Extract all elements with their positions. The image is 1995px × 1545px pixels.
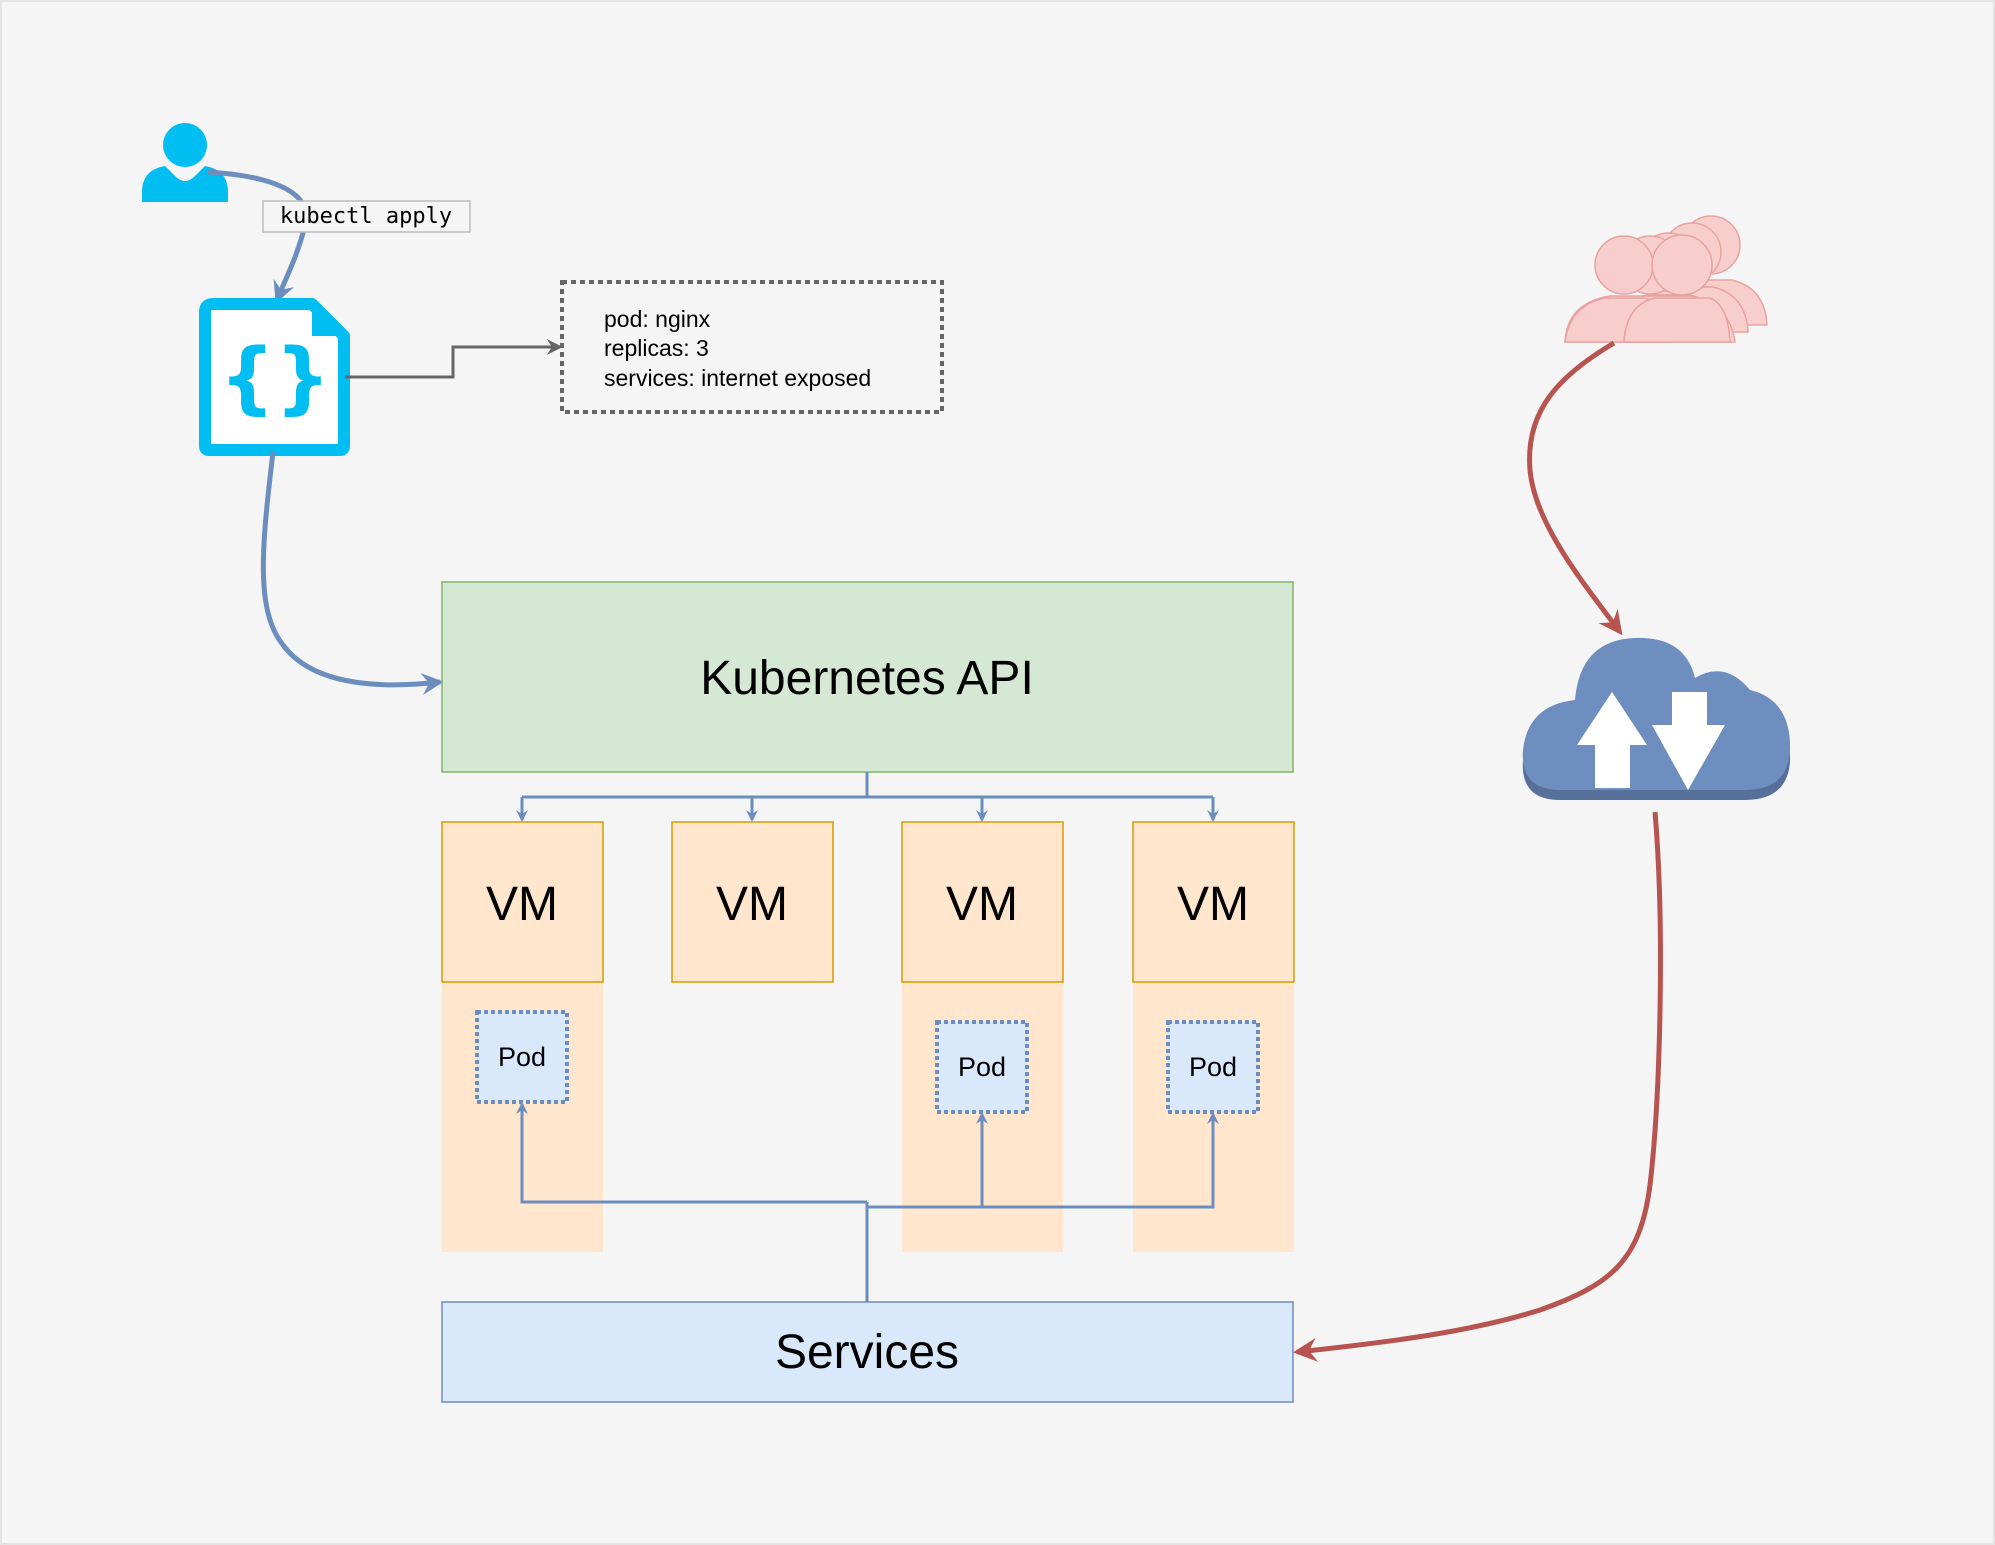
api-to-vm-connectors [516,772,1219,822]
services-to-pod-connectors [516,1102,1219,1302]
svg-text:{}: {} [219,333,330,423]
vm-box[interactable]: VM [441,821,604,983]
vm-box[interactable]: VM [671,821,834,983]
manifest-line: pod: nginx [604,306,711,332]
vm-label: VM [716,878,788,931]
command-label-box: kubectl apply [262,200,471,233]
pod-box[interactable]: Pod [935,1020,1029,1114]
vm-label: VM [946,878,1018,931]
cloud-to-services-arrow [1293,811,1663,1362]
cloud-upload-download-icon[interactable] [1522,637,1791,800]
kubernetes-api-box[interactable]: Kubernetes API [441,581,1294,773]
vm-box[interactable]: VM [901,821,1064,983]
pod-box[interactable]: Pod [475,1010,569,1104]
manifest-line: replicas: 3 [604,335,709,361]
manifest-details-connector [345,339,563,379]
vm-box[interactable]: VM [1132,821,1295,983]
pod-label: Pod [498,1042,546,1072]
services-box[interactable]: Services [441,1301,1294,1403]
vm-label: VM [486,878,558,931]
pod-label: Pod [958,1052,1006,1082]
json-file-icon[interactable]: {} [199,298,350,456]
user-icon[interactable] [142,123,228,202]
users-group-icon[interactable] [1564,215,1768,343]
internet-traffic-arrow [1527,340,1623,636]
manifest-to-api-arrow [260,451,444,696]
pod-label: Pod [1189,1052,1237,1082]
services-label: Services [775,1326,959,1379]
command-label: kubectl apply [280,204,452,229]
manifest-details-box: pod: nginx replicas: 3 services: interne… [560,280,944,414]
vm-label: VM [1177,878,1249,931]
kubernetes-api-label: Kubernetes API [700,652,1034,705]
manifest-line: services: internet exposed [604,365,871,391]
pod-box[interactable]: Pod [1166,1020,1260,1114]
